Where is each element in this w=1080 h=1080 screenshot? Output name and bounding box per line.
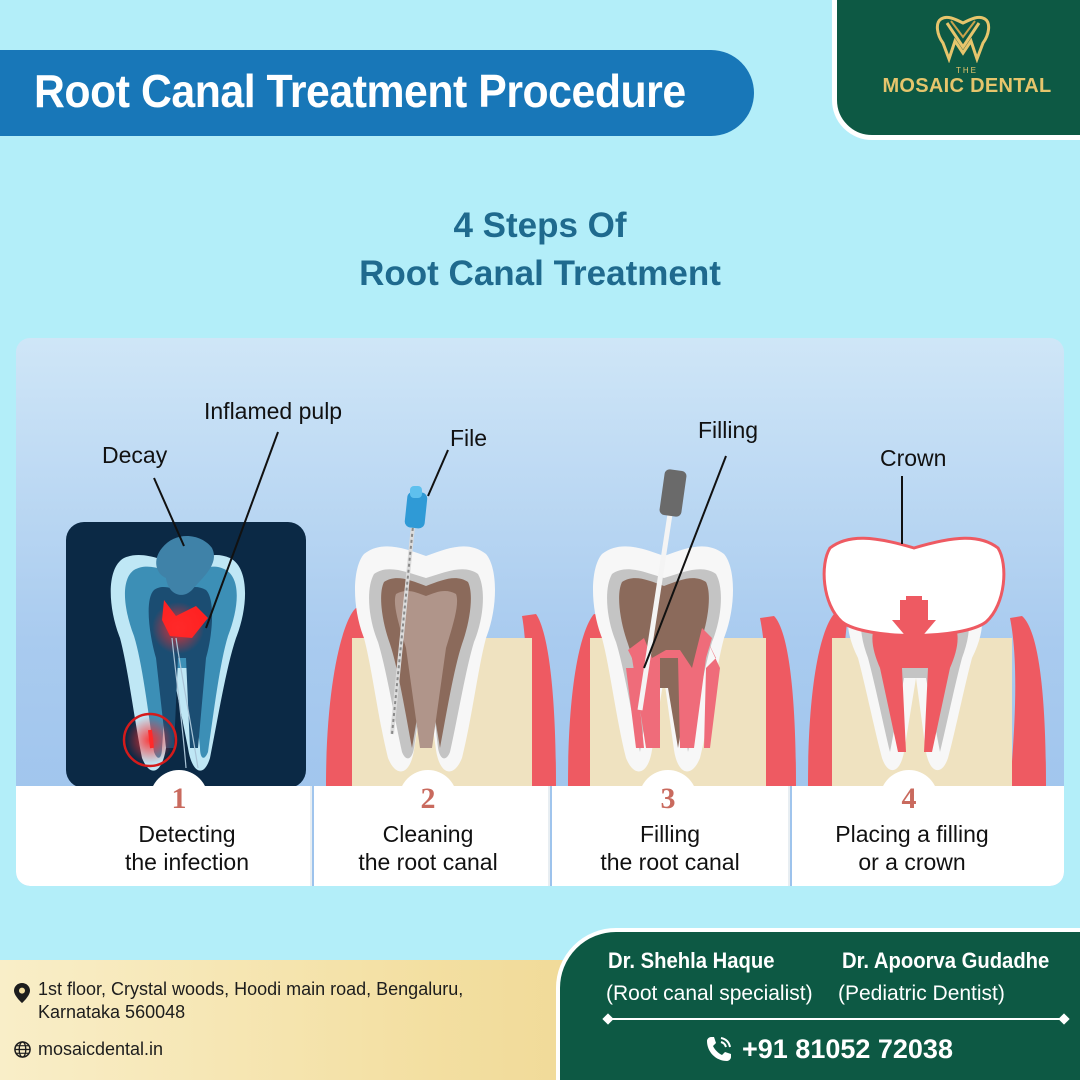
- callout-lines: [153, 431, 903, 669]
- tooth-xray-step-1: [66, 522, 306, 788]
- subtitle-line-1: 4 Steps Of: [453, 206, 627, 245]
- doctor-name-2: Dr. Apoorva Gudadhe: [842, 948, 1050, 973]
- step-text-4: Placing a filling or a crown: [782, 820, 1042, 876]
- step-4-line-1: Placing a filling: [835, 821, 989, 847]
- doctor-role-2: (Pediatric Dentist): [838, 982, 1005, 1005]
- step-1-line-2: the infection: [124, 849, 250, 875]
- website-link[interactable]: mosaicdental.in: [38, 1039, 164, 1059]
- step-4-line-2: or a crown: [858, 849, 966, 875]
- step-number-2: 2: [399, 770, 457, 828]
- filling-instrument: [637, 469, 687, 711]
- address-line-1: 1st floor, Crystal woods, Hoodi main roa…: [38, 979, 464, 999]
- subtitle-line-2: Root Canal Treatment: [359, 254, 721, 293]
- brand-logo[interactable]: THE MOSAIC DENTAL: [832, 0, 1080, 140]
- title-banner: Root Canal Treatment Procedure: [0, 50, 754, 136]
- step-number-1: 1: [150, 770, 208, 828]
- location-pin-icon: [14, 983, 30, 1003]
- globe-icon: [14, 1041, 31, 1058]
- section-subtitle: 4 Steps Of Root Canal Treatment: [0, 202, 1080, 298]
- tooth-logo-icon: [935, 15, 991, 63]
- tooth-step-4: [822, 536, 1006, 771]
- step-2-line-2: the root canal: [358, 849, 498, 875]
- step-3-line-2: the root canal: [600, 849, 740, 875]
- tooth-step-3: [593, 546, 733, 772]
- callout-decay: Decay: [102, 442, 168, 468]
- callout-inflamed-pulp: Inflamed pulp: [204, 398, 343, 424]
- phone-number[interactable]: +91 81052 72038: [742, 1034, 953, 1064]
- step-1-line-1: Detecting: [138, 821, 236, 847]
- step-number-3: 3: [639, 770, 697, 828]
- doctor-role-1: (Root canal specialist): [606, 982, 813, 1005]
- callout-crown: Crown: [880, 445, 947, 471]
- step-2-line-1: Cleaning: [382, 821, 474, 847]
- step-number-4: 4: [880, 770, 938, 828]
- step-text-3: Filling the root canal: [540, 820, 800, 876]
- page-title: Root Canal Treatment Procedure: [34, 65, 686, 117]
- phone-icon: [707, 1037, 731, 1061]
- root-canal-illustration: [34, 431, 1056, 880]
- callout-file: File: [450, 425, 488, 451]
- dental-file-instrument: [390, 486, 428, 735]
- doctor-info-box: [556, 928, 1080, 1080]
- step-text-2: Cleaning the root canal: [298, 820, 558, 876]
- logo-small-text: THE: [956, 66, 978, 75]
- address-line-2: Karnataka 560048: [38, 1002, 186, 1022]
- divider: [608, 1018, 1064, 1020]
- illustration-panel: Decay Inflamed pulp File Filling Crown 1…: [16, 338, 1064, 886]
- step-3-line-1: Filling: [639, 821, 701, 847]
- callout-filling: Filling: [698, 417, 759, 443]
- logo-name: MOSAIC DENTAL: [882, 75, 1052, 97]
- address: 1st floor, Crystal woods, Hoodi main roa…: [38, 978, 558, 1024]
- step-text-1: Detecting the infection: [57, 820, 317, 876]
- doctor-name-1: Dr. Shehla Haque: [608, 948, 775, 973]
